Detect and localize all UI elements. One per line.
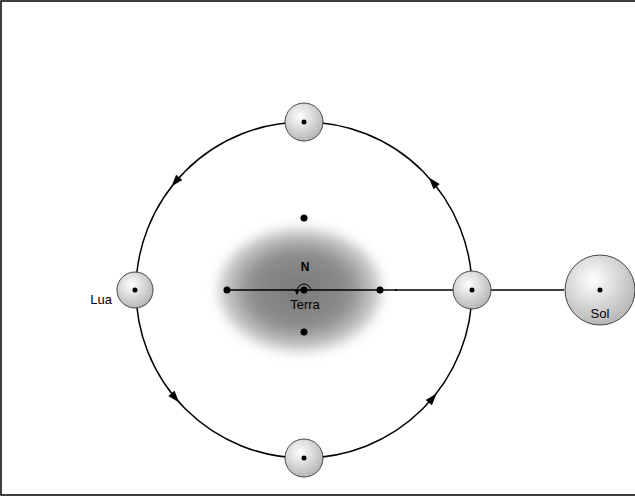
moon-phase (285, 439, 323, 477)
earth-dot (224, 287, 231, 294)
moon-dot (133, 288, 138, 293)
sun-circle (565, 255, 635, 325)
moon-label: Lua (78, 293, 112, 308)
rotation-arrowhead (295, 290, 300, 295)
orbit-arrow (168, 391, 179, 403)
moon-node: Lua (116, 271, 154, 309)
north-label: N (285, 261, 325, 275)
earth-center (301, 287, 308, 294)
earth-node: N Terra (215, 228, 395, 352)
earth-dot (301, 329, 308, 336)
orbit-arrow (171, 175, 182, 187)
rotation-arrow (297, 284, 311, 291)
moon-outline (116, 271, 154, 309)
sun-label: Sol (580, 307, 620, 322)
moon-phase (453, 271, 491, 309)
earth-label: Terra (270, 298, 340, 313)
earth-sun-line (227, 289, 397, 291)
orbit-arrow (429, 177, 440, 189)
sun-dot (598, 288, 603, 293)
sun-node: Sol (564, 254, 635, 326)
orbit-arrow (426, 393, 437, 405)
moon-phase (285, 103, 323, 141)
earth-dot (301, 215, 308, 222)
moon-orbit (136, 122, 472, 458)
earth-dot (377, 287, 384, 294)
moon-circle (117, 272, 153, 308)
